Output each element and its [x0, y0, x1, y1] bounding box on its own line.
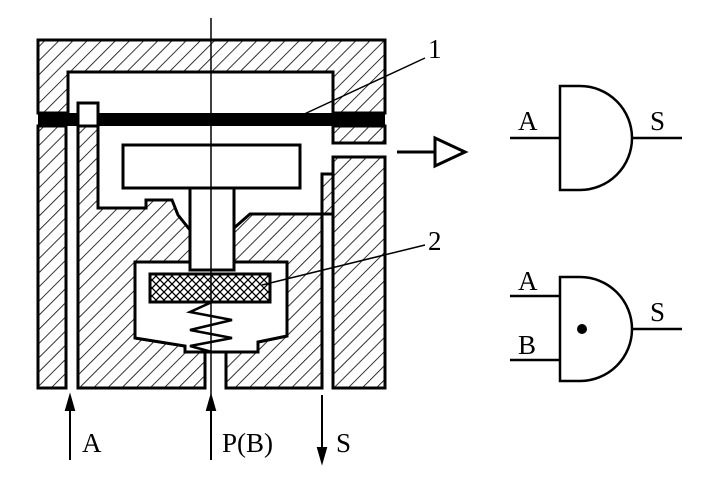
- and-gate-symbol-top: [510, 84, 682, 192]
- right-wall: [331, 155, 387, 390]
- top-input-a-label: A: [518, 106, 538, 136]
- spring: [185, 300, 233, 354]
- port-s-label: S: [336, 428, 351, 458]
- callout-2-leader: [261, 244, 426, 286]
- callout-1-leader: [299, 57, 426, 117]
- top-output-s-label: S: [650, 106, 665, 136]
- callout-2: 2: [428, 226, 442, 256]
- port-arrows: [64, 392, 328, 466]
- bottom-gate-body: [558, 275, 634, 383]
- bottom-output-s-label: S: [650, 297, 665, 327]
- a-passage: [76, 101, 100, 128]
- port-p-label: P(B): [222, 428, 273, 458]
- port-a-label: A: [82, 428, 102, 458]
- output-arrow: [397, 135, 469, 169]
- left-wall: [36, 124, 68, 390]
- and-gate-symbol-bottom: [510, 275, 682, 383]
- valve-disc: [148, 272, 272, 304]
- top-gate-body: [558, 84, 634, 192]
- bottom-input-b-label: B: [518, 330, 536, 360]
- valve-body: [36, 38, 387, 390]
- gate-dot: [577, 324, 587, 334]
- valve-stem: [188, 186, 236, 272]
- right-port-lip: [331, 124, 387, 145]
- bottom-input-a-label: A: [518, 266, 538, 296]
- callout-1: 1: [428, 34, 442, 64]
